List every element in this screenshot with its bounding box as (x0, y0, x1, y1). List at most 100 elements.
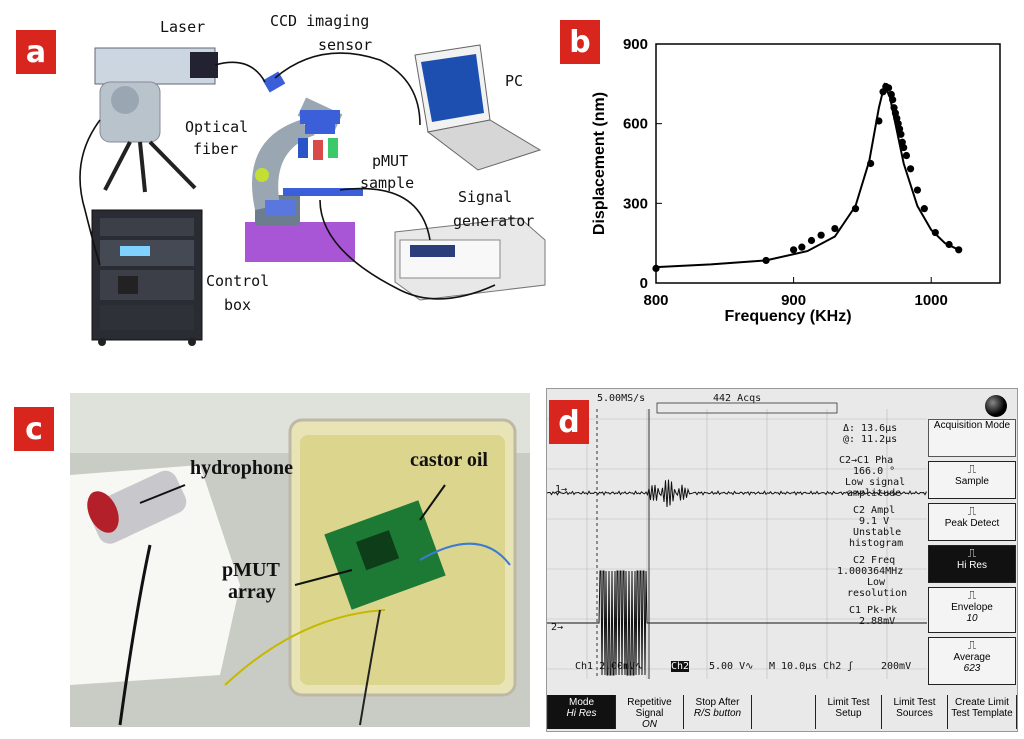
envelope-icon: ⎍ (967, 588, 977, 602)
label-castor-oil: castor oil (410, 449, 488, 471)
sample-rate: 5.00MS/s (597, 393, 646, 404)
acquisition-mode-title: Acquisition Mode (928, 419, 1016, 457)
mode-button[interactable]: Mode Hi Res (547, 695, 615, 729)
peak-detect-button[interactable]: ⎍ Peak Detect (928, 503, 1016, 541)
envelope-button[interactable]: ⎍ Envelope 10 (928, 587, 1016, 633)
meas-ampl-label: C2 Ampl (853, 505, 896, 516)
stop-after-button[interactable]: Stop After R/S button (683, 695, 751, 729)
meas-freq-note1: Low (867, 577, 886, 588)
label-generator: generator (453, 212, 535, 230)
data-point (913, 186, 922, 194)
cables (79, 52, 496, 300)
panel-c-tag: c (14, 407, 54, 451)
label-sample: sample (360, 174, 415, 192)
control-box (91, 209, 203, 346)
cursor-at: @: 11.2μs (843, 434, 898, 445)
label-pmut: pMUT (372, 152, 409, 170)
data-point (807, 236, 816, 245)
meas-freq-label: C2 Freq (853, 555, 896, 566)
trigger-level: 200mV (881, 661, 912, 672)
meas-freq-value: 1.000364MHz (837, 566, 904, 577)
signal-generator (394, 217, 546, 301)
data-point (884, 84, 893, 92)
label-box: box (224, 296, 252, 314)
channel2-waveform (547, 570, 927, 676)
meas-phase-note2: amplitude (847, 488, 902, 499)
meas-phase-value: 166.0 ° (853, 466, 896, 477)
y-tick-label: 0 (640, 275, 648, 292)
label-laser: Laser (160, 18, 206, 36)
average-button[interactable]: ⎍ Average 623 (928, 637, 1016, 685)
meas-freq-note2: resolution (847, 588, 908, 599)
x-tick-label: 800 (643, 292, 668, 309)
label-optical: Optical (185, 118, 249, 136)
label-pmut-array: pMUT (222, 559, 280, 581)
peak-detect-icon: ⎍ (967, 504, 977, 518)
data-point (875, 117, 883, 125)
label-control: Control (206, 272, 270, 290)
oscilloscope-screen: 5.00MS/s 442 Acqs Δ: 13.6μs @: 11.2μs C2… (546, 388, 1018, 732)
data-point (879, 88, 887, 96)
label-ccd-sensor: sensor (318, 36, 373, 54)
repetitive-signal-button[interactable]: Repetitive Signal ON (615, 695, 683, 730)
label-fiber: fiber (193, 140, 239, 158)
meas-pkpk-label: C1 Pk-Pk (849, 605, 898, 616)
label-pc: PC (505, 72, 524, 90)
label-array: array (228, 581, 276, 603)
meas-pkpk-value: 2.88mV (859, 616, 896, 627)
data-point (790, 246, 798, 254)
channel2-marker: 2→ (551, 622, 564, 633)
limit-test-setup-button[interactable]: Limit Test Setup (815, 695, 881, 729)
ch2-label: Ch2 (671, 661, 690, 672)
data-point (955, 246, 963, 254)
data-point (920, 205, 928, 213)
experiment-photo (70, 393, 530, 727)
meas-ampl-note2: histogram (849, 538, 904, 549)
empty-softkey (751, 695, 815, 729)
meas-ampl-note1: Unstable (853, 527, 902, 538)
ch1-scale: Ch1 2.00mV∿ (575, 661, 644, 672)
data-point (900, 143, 908, 152)
y-tick-label: 300 (623, 195, 648, 212)
data-point (906, 165, 915, 173)
data-point (902, 151, 911, 160)
meas-ampl-value: 9.1 V (859, 516, 890, 527)
limit-test-sources-button[interactable]: Limit Test Sources (881, 695, 947, 729)
data-point (851, 205, 860, 213)
panel-a: a (0, 0, 560, 355)
plot-frame (655, 43, 1001, 284)
panel-d-tag: d (549, 400, 589, 444)
y-tick-label: 900 (623, 36, 648, 53)
sample-icon: ⎍ (967, 462, 977, 476)
data-point (931, 228, 939, 237)
setup-diagram (79, 44, 546, 346)
hi-res-button[interactable]: ⎍ Hi Res (928, 545, 1016, 583)
x-tick-label: 900 (781, 292, 806, 309)
panel-b-tag: b (560, 20, 600, 64)
microscope (245, 71, 363, 262)
create-limit-template-button[interactable]: Create Limit Test Template (947, 695, 1017, 729)
channel1-waveform (547, 479, 927, 508)
label-hydrophone: hydrophone (190, 457, 294, 479)
label-ccd: CCD imaging (270, 12, 370, 30)
panel-c: c hydrophone castor oil pMUT array (0, 385, 540, 735)
y-axis-label: Displacement (nm) (591, 92, 608, 235)
data-point (817, 231, 825, 239)
hi-res-icon: ⎍ (967, 546, 977, 560)
panel-a-tag: a (16, 30, 56, 74)
sample-mode-button[interactable]: ⎍ Sample (928, 461, 1016, 499)
laptop (414, 44, 542, 171)
data-point (798, 243, 806, 251)
waveform-display (547, 402, 927, 679)
laser-device (94, 47, 218, 193)
label-signal: Signal (458, 188, 513, 206)
meas-phase-label: C2→C1 Pha (839, 455, 894, 466)
ch2-scale: 5.00 V∿ (709, 661, 754, 672)
data-point (652, 264, 660, 272)
average-icon: ⎍ (967, 638, 977, 652)
data-point (831, 224, 839, 233)
data-point (867, 159, 875, 168)
x-axis-label: Frequency (KHz) (724, 308, 851, 325)
